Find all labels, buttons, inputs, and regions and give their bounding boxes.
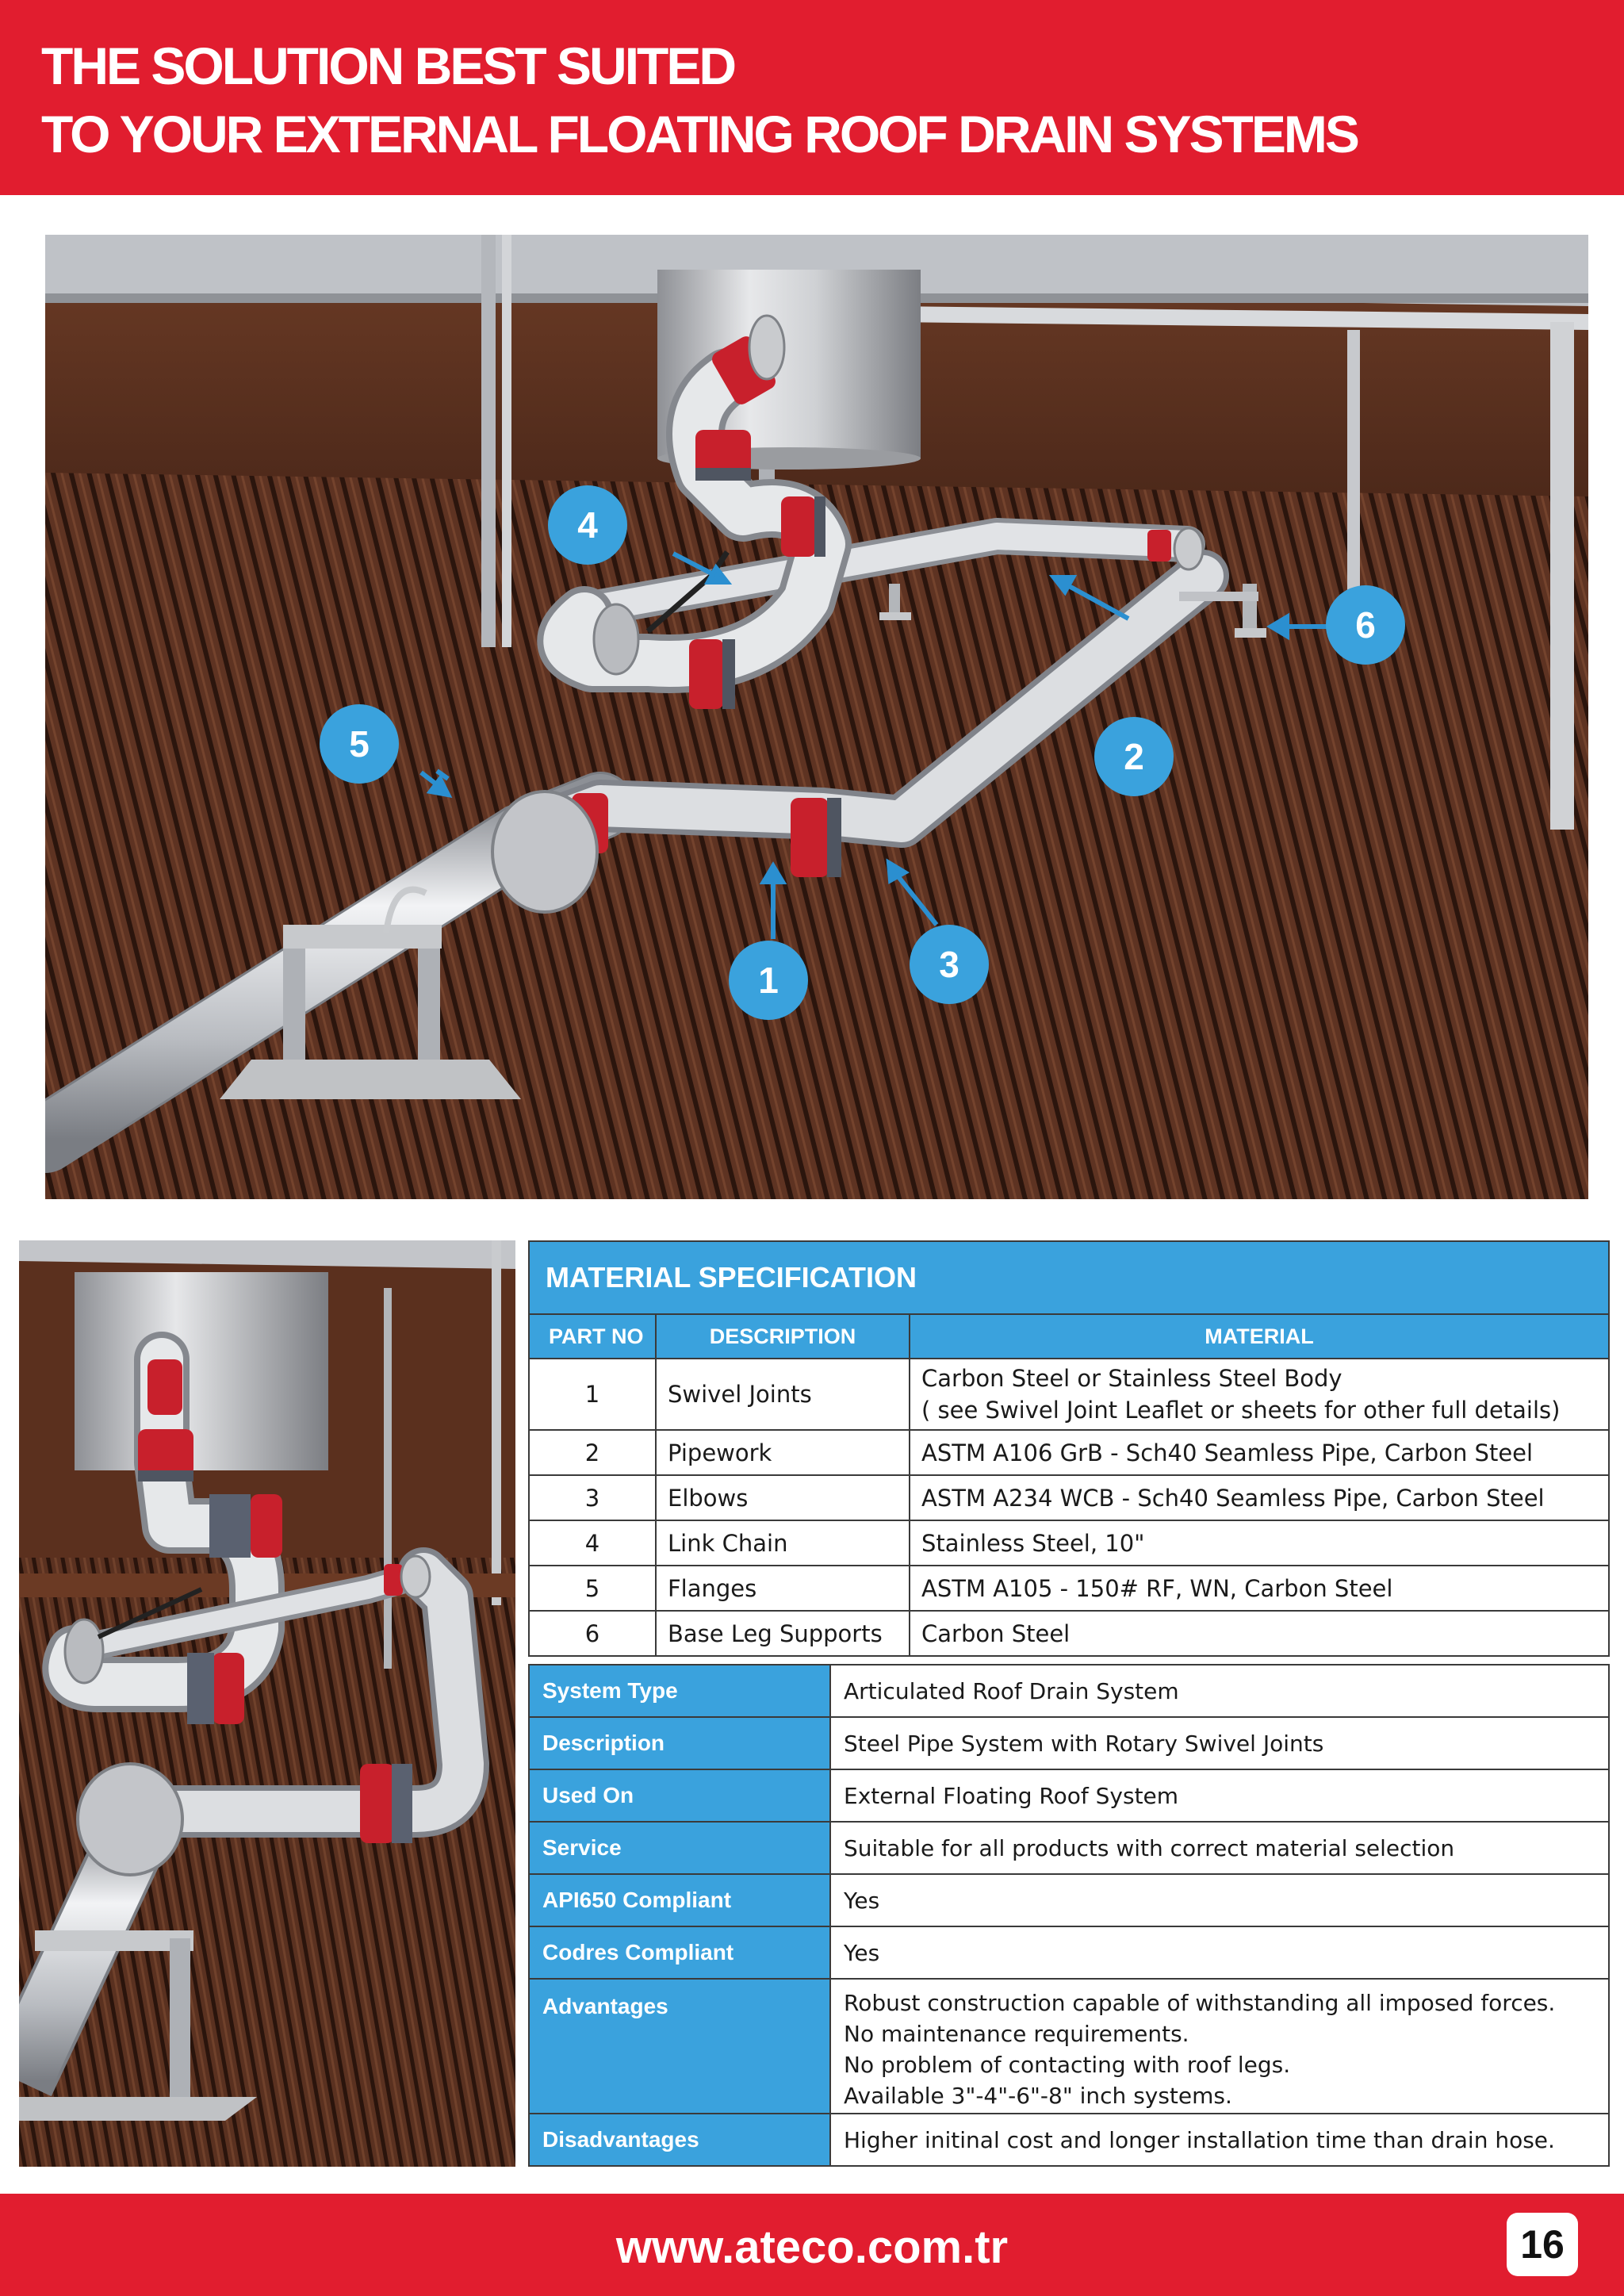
info-row: Service Suitable for all products with c… [528,1821,1610,1875]
advantage-item: No problem of contacting with roof legs. [844,2052,1291,2078]
part-material-note: ( see Swivel Joint Leaflet or sheets for… [921,1397,1561,1424]
info-value: Yes [829,1926,1610,1980]
header-title-line-2: TO YOUR EXTERNAL FLOATING ROOF DRAIN SYS… [41,105,1360,163]
part-no: 4 [528,1520,657,1566]
svg-text:2: 2 [1124,736,1144,777]
callout-3: 3 [910,925,989,1004]
disadvantages-label: Disadvantages [528,2113,831,2167]
info-value: External Floating Roof System [829,1769,1610,1823]
info-label: Codres Compliant [528,1926,831,1980]
part-description: Elbows [655,1474,910,1521]
part-description: Base Leg Supports [655,1610,910,1657]
col-part-no: PART NO [528,1313,657,1359]
advantage-item: Available 3"-4"-6"-8" inch systems. [844,2083,1232,2109]
advantage-item: Robust construction capable of withstand… [844,1990,1556,2016]
info-value: Steel Pipe System with Rotary Swivel Joi… [829,1716,1610,1770]
info-row: System Type Articulated Roof Drain Syste… [528,1664,1610,1718]
header-title-line-1: THE SOLUTION BEST SUITED [41,36,737,95]
info-label: Used On [528,1769,831,1823]
svg-text:1: 1 [758,960,779,1001]
part-no: 3 [528,1474,657,1521]
advantages-label: Advantages [528,1978,831,2114]
svg-text:5: 5 [349,723,370,765]
part-material: Carbon Steel or Stainless Steel Body ( s… [909,1358,1610,1431]
callout-2: 2 [1094,717,1174,796]
table-row: 1 Swivel Joints Carbon Steel or Stainles… [528,1358,1610,1431]
info-label: System Type [528,1664,831,1718]
info-label: Service [528,1821,831,1875]
info-row: Description Steel Pipe System with Rotar… [528,1716,1610,1770]
system-info-table: System Type Articulated Roof Drain Syste… [528,1664,1610,2167]
part-description: Swivel Joints [655,1358,910,1431]
info-label: Description [528,1716,831,1770]
part-no: 2 [528,1429,657,1476]
page-number: 16 [1507,2213,1578,2276]
table-header-row: PART NO DESCRIPTION MATERIAL [528,1313,1610,1359]
callout-5: 5 [320,704,399,784]
part-material: ASTM A234 WCB - Sch40 Seamless Pipe, Car… [909,1474,1610,1521]
advantages-list: Robust construction capable of withstand… [829,1978,1610,2114]
part-no: 5 [528,1565,657,1612]
table-row: 6 Base Leg Supports Carbon Steel [528,1610,1610,1657]
svg-text:6: 6 [1355,604,1376,646]
col-material: MATERIAL [909,1313,1610,1359]
disadvantages-value: Higher initinal cost and longer installa… [829,2113,1610,2167]
col-description: DESCRIPTION [655,1313,910,1359]
footer-banner: www.ateco.com.tr 16 [0,2194,1624,2296]
main-illustration: 4 5 6 2 3 1 [45,235,1588,1199]
svg-text:4: 4 [577,504,598,546]
part-material: Carbon Steel [909,1610,1610,1657]
info-value: Yes [829,1873,1610,1927]
info-row: Codres Compliant Yes [528,1926,1610,1980]
part-no: 1 [528,1358,657,1431]
part-no: 6 [528,1610,657,1657]
disadvantages-row: Disadvantages Higher initinal cost and l… [528,2113,1610,2167]
svg-text:3: 3 [939,944,959,985]
callout-6: 6 [1326,585,1405,665]
part-material: ASTM A105 - 150# RF, WN, Carbon Steel [909,1565,1610,1612]
info-row: API650 Compliant Yes [528,1873,1610,1927]
info-label: API650 Compliant [528,1873,831,1927]
website-link[interactable]: www.ateco.com.tr [615,2221,1009,2273]
table-row: 5 Flanges ASTM A105 - 150# RF, WN, Carbo… [528,1565,1610,1612]
material-spec-table: MATERIAL SPECIFICATION PART NO DESCRIPTI… [528,1240,1610,1657]
part-description: Link Chain [655,1520,910,1566]
part-description: Pipework [655,1429,910,1476]
part-material: ASTM A106 GrB - Sch40 Seamless Pipe, Car… [909,1429,1610,1476]
info-value: Suitable for all products with correct m… [829,1821,1610,1875]
header-banner: THE SOLUTION BEST SUITED TO YOUR EXTERNA… [0,0,1624,195]
info-value: Articulated Roof Drain System [829,1664,1610,1718]
advantage-item: No maintenance requirements. [844,2021,1189,2047]
part-material: Stainless Steel, 10" [909,1520,1610,1566]
callout-1: 1 [729,941,808,1020]
material-spec-title: MATERIAL SPECIFICATION [528,1240,1610,1315]
part-description: Flanges [655,1565,910,1612]
table-row: 3 Elbows ASTM A234 WCB - Sch40 Seamless … [528,1474,1610,1521]
table-row: 4 Link Chain Stainless Steel, 10" [528,1520,1610,1566]
info-row: Used On External Floating Roof System [528,1769,1610,1823]
part-material-main: Carbon Steel or Stainless Steel Body [921,1365,1342,1392]
callout-4: 4 [548,485,627,565]
advantages-row: Advantages Robust construction capable o… [528,1978,1610,2114]
side-illustration [19,1240,515,2167]
table-row: 2 Pipework ASTM A106 GrB - Sch40 Seamles… [528,1429,1610,1476]
